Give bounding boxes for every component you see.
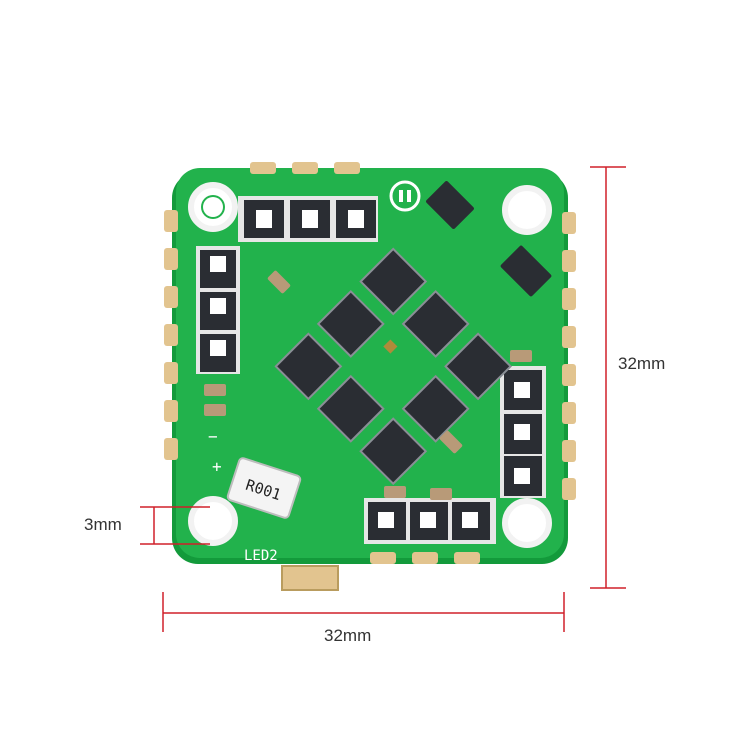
- pcb-surface: [176, 168, 564, 558]
- minus-marking: −: [208, 427, 218, 446]
- sense-resistor: R001: [226, 457, 302, 519]
- driver-chip: [401, 289, 470, 358]
- hole-dimension-label: 3mm: [84, 515, 122, 534]
- plus-marking: +: [212, 457, 222, 476]
- left-mosfet-column: [196, 246, 240, 374]
- width-dimension-label: 32mm: [324, 626, 371, 645]
- bottom-connector: [281, 565, 339, 591]
- top-mosfet-row: [238, 196, 378, 242]
- driver-chip: [316, 289, 385, 358]
- driver-chip: [359, 247, 428, 316]
- right-mosfet-column: [500, 366, 546, 498]
- driver-chip: [316, 374, 385, 443]
- driver-chip: [401, 374, 470, 443]
- edge-pads: [164, 162, 576, 564]
- height-dimension-label: 32mm: [618, 354, 665, 373]
- brand-logo: [389, 180, 421, 212]
- driver-chip: [444, 332, 513, 401]
- chip-array: [274, 247, 513, 486]
- mounting-holes: [188, 182, 552, 548]
- driver-chip: [274, 332, 343, 401]
- dimension-lines: [140, 166, 626, 632]
- led-marking: LED2: [244, 548, 278, 564]
- pcb-board: R001 − + LED2: [164, 162, 576, 591]
- bottom-mosfet-row: [364, 498, 496, 544]
- driver-chip: [359, 417, 428, 486]
- passive-components: [204, 181, 552, 500]
